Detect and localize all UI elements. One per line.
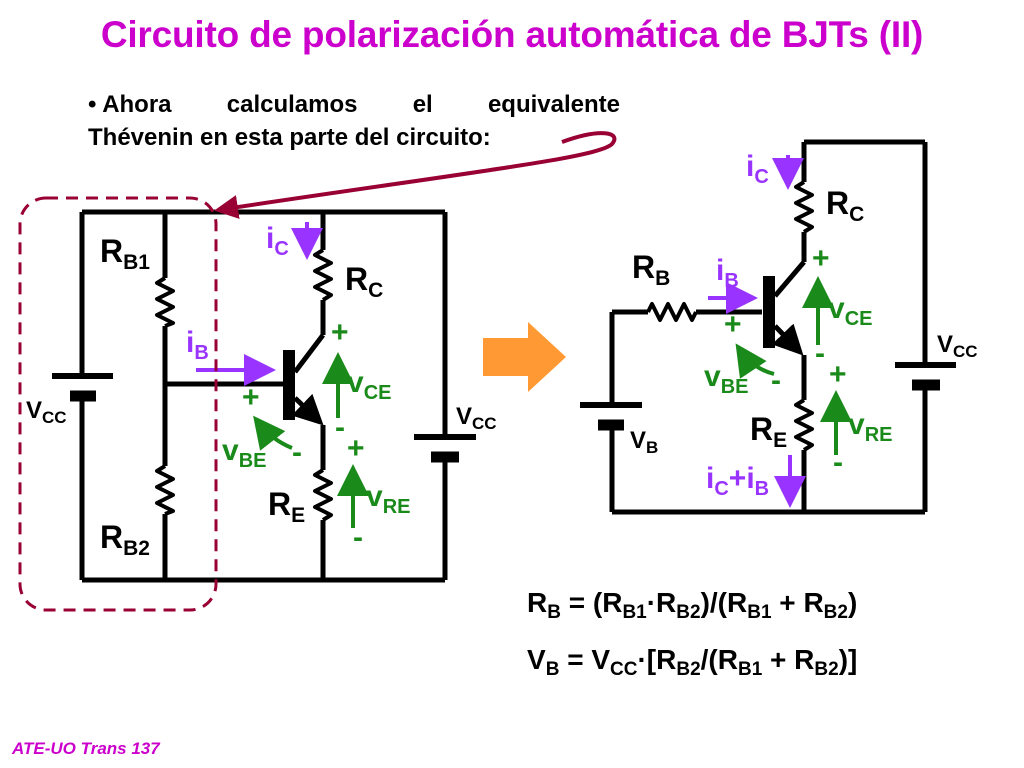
left-rc-label: RC xyxy=(345,261,383,302)
left-vbe-plus: + xyxy=(242,381,260,414)
bullet-word-1: • Ahora xyxy=(88,91,172,118)
left-ic-label: iC xyxy=(266,222,289,260)
bullet-line-2: Thévenin en esta parte del circuito: xyxy=(88,124,491,151)
left-vbe-label: vBE xyxy=(222,434,266,472)
transform-arrow xyxy=(483,322,566,392)
bullet-line-1: • Ahora calculamos el equivalente xyxy=(88,88,620,121)
right-ie-label: iC+iB xyxy=(706,462,769,500)
right-rb-label: RB xyxy=(632,249,670,290)
left-ib-label: iB xyxy=(186,326,209,364)
right-vbe-minus: - xyxy=(771,364,781,397)
left-labels: RB1 RB2 RC RE VCC VCC iB iC vCE vRE vBE … xyxy=(26,222,497,560)
equation-rb: RB = (RB1·RB2)/(RB1 + RB2) xyxy=(527,587,857,623)
equation-vb: VB = VCC·[RB2/(RB1 + RB2)] xyxy=(527,644,857,680)
right-vce-label: vCE xyxy=(828,292,872,330)
right-ib-label: iB xyxy=(716,254,739,292)
bullet-word-2: calculamos xyxy=(226,91,358,118)
left-circuit xyxy=(52,209,476,583)
left-re-resistor xyxy=(313,468,333,522)
right-rc-resistor xyxy=(794,180,814,234)
left-vce-label: vCE xyxy=(347,366,391,404)
bullet-word-4: equivalente xyxy=(487,91,620,118)
left-vce-plus: + xyxy=(331,316,349,349)
right-vce-minus: - xyxy=(815,337,825,370)
thevenin-region-box xyxy=(18,196,218,612)
right-vce-plus: + xyxy=(812,242,830,275)
left-re-label: RE xyxy=(268,486,305,527)
right-rb-resistor xyxy=(646,302,698,322)
right-vcc-label: VCC xyxy=(937,331,978,361)
right-ic-label: iC xyxy=(746,150,769,188)
right-bjt-emitter xyxy=(771,323,804,356)
right-vbe-plus: + xyxy=(724,308,742,341)
left-rb1-label: RB1 xyxy=(100,233,150,274)
bullet-word-3: el xyxy=(412,91,433,118)
right-re-label: RE xyxy=(750,411,787,452)
right-rc-label: RC xyxy=(826,185,864,226)
slide-footer: ATE-UO Trans 137 xyxy=(12,739,160,758)
right-labels: RB RC RE VB VCC iB iC iC+iB vCE vRE vBE … xyxy=(630,150,978,500)
left-vre-minus: - xyxy=(353,521,363,554)
right-circuit xyxy=(580,139,956,515)
left-vce-minus: - xyxy=(335,411,345,444)
left-vbe-minus: - xyxy=(292,436,302,469)
left-vre-plus: + xyxy=(347,432,365,465)
right-vre-label: vRE xyxy=(848,408,892,446)
left-vcc-label: VCC xyxy=(26,397,67,427)
left-rb2-label: RB2 xyxy=(100,519,150,560)
left-rc-resistor xyxy=(313,248,333,302)
left-rb2-resistor xyxy=(155,464,175,516)
left-vcc2-label: VCC xyxy=(456,403,497,433)
left-rb1-resistor xyxy=(155,276,175,328)
right-vre-minus: - xyxy=(833,446,843,479)
slide-title: Circuito de polarización automática de B… xyxy=(100,14,924,55)
right-bjt-collector xyxy=(773,260,806,298)
right-vbe-arrow xyxy=(735,343,775,379)
left-vbe-arrow xyxy=(253,415,293,451)
thevenin-pointer-arrow xyxy=(214,131,617,219)
right-vb-label: VB xyxy=(630,427,658,457)
left-vre-label: vRE xyxy=(366,480,410,518)
bullet-text: • Ahora calculamos el equivalente Théven… xyxy=(88,88,620,154)
left-bjt-collector xyxy=(293,333,325,374)
left-bjt-emitter xyxy=(291,393,324,426)
right-re-resistor xyxy=(794,398,814,452)
right-vre-plus: + xyxy=(829,358,847,391)
right-vbe-label: vBE xyxy=(704,360,748,398)
